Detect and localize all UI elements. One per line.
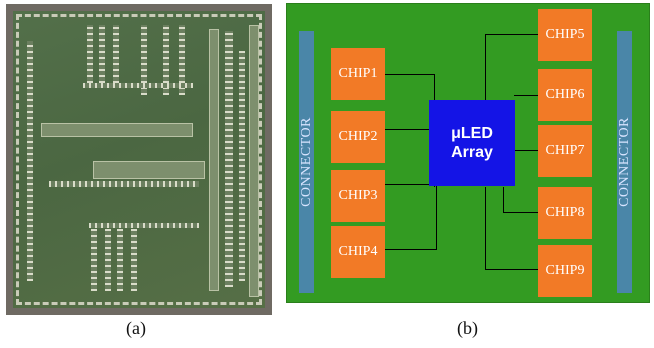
connector-right: CONNECTOR (617, 31, 632, 293)
chip-6: CHIP6 (538, 69, 592, 121)
die-structure (87, 25, 93, 83)
die-structure (89, 223, 199, 228)
wire-chip5 (485, 34, 540, 35)
die-structure (113, 25, 119, 83)
die-structure (179, 25, 185, 95)
die-structure (209, 29, 219, 291)
chip-3: CHIP3 (331, 170, 385, 222)
wire-chip1-drop (434, 74, 435, 101)
chip-8: CHIP8 (538, 187, 592, 239)
wire-chip9-rise (485, 187, 486, 270)
caption-b: (b) (457, 318, 478, 338)
die-structure (99, 25, 105, 83)
die-structure (249, 25, 259, 297)
wire-chip6 (514, 95, 540, 96)
die-photograph (6, 4, 272, 315)
die-structure (105, 229, 111, 291)
die-structure (163, 25, 169, 95)
caption-a: (a) (126, 318, 146, 338)
die-structure (141, 25, 147, 95)
connector-left-label: CONNECTOR (298, 117, 314, 207)
wire-chip9 (485, 269, 540, 270)
die-structure (91, 229, 97, 291)
chip-2: CHIP2 (331, 111, 385, 163)
connector-left: CONNECTOR (299, 31, 314, 293)
uled-array: μLED Array (429, 100, 515, 186)
chip-1: CHIP1 (331, 48, 385, 100)
uled-array-line1: μLED (451, 125, 493, 142)
die-structure (225, 31, 233, 287)
chip-4: CHIP4 (331, 226, 385, 278)
wire-chip4 (385, 249, 437, 250)
die-pad-ring (16, 14, 262, 305)
wire-chip5-drop (485, 34, 486, 101)
circuit-board: CONNECTOR CONNECTOR CHIP1 CHIP2 CHIP3 CH… (286, 3, 650, 303)
die-structure (83, 83, 193, 88)
chip-9: CHIP9 (538, 245, 592, 297)
wire-chip4-rise (436, 186, 437, 250)
chip-7: CHIP7 (538, 125, 592, 177)
wire-chip3-rise (434, 186, 435, 187)
connector-right-label: CONNECTOR (616, 117, 632, 207)
die-structure (93, 161, 205, 179)
die-structure (27, 41, 33, 281)
wire-chip1 (385, 74, 435, 75)
wire-chip8-rise (503, 187, 504, 213)
die-structure (239, 51, 245, 281)
chip-5: CHIP5 (538, 9, 592, 61)
wire-chip3 (385, 184, 435, 185)
die-core (13, 11, 265, 308)
wire-chip2 (385, 129, 429, 130)
die-structure (117, 229, 123, 291)
die-structure (49, 181, 199, 187)
wire-chip7 (514, 150, 540, 151)
uled-array-line2: Array (451, 144, 493, 161)
die-structure (131, 229, 137, 291)
die-structure (41, 123, 193, 137)
wire-chip8 (503, 212, 540, 213)
